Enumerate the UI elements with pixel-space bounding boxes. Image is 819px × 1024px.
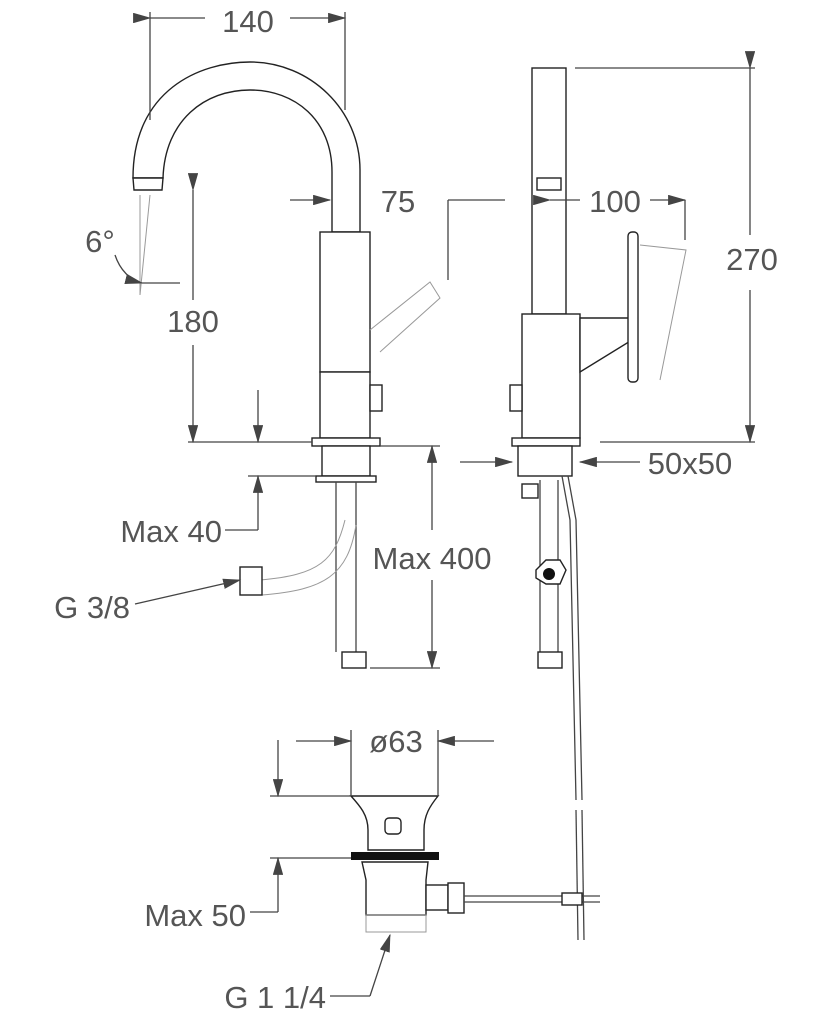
dim-spout-height: 180 — [167, 304, 219, 339]
dim-lever-offset-side: 100 — [589, 184, 641, 219]
dim-lever-offset-front: 75 — [381, 184, 415, 219]
dim-spout-reach: 140 — [222, 4, 274, 39]
dim-spout-angle: 6° — [85, 224, 115, 259]
dim-waste-thread: G 1 1/4 — [224, 980, 326, 1015]
dimension-lines — [114, 12, 756, 997]
dim-max-deck-thickness: Max 40 — [120, 514, 222, 549]
faucet-front-view — [132, 61, 441, 669]
dim-max-basin-thickness: Max 50 — [144, 898, 246, 933]
dim-total-height: 270 — [726, 242, 778, 277]
faucet-side-view — [509, 67, 687, 941]
dim-base-size: 50x50 — [648, 446, 732, 481]
dim-hose-thread: G 3/8 — [54, 590, 130, 625]
dim-waste-diameter: ø63 — [369, 724, 422, 759]
popup-waste — [349, 795, 600, 933]
dim-max-hose-length: Max 400 — [373, 541, 492, 576]
